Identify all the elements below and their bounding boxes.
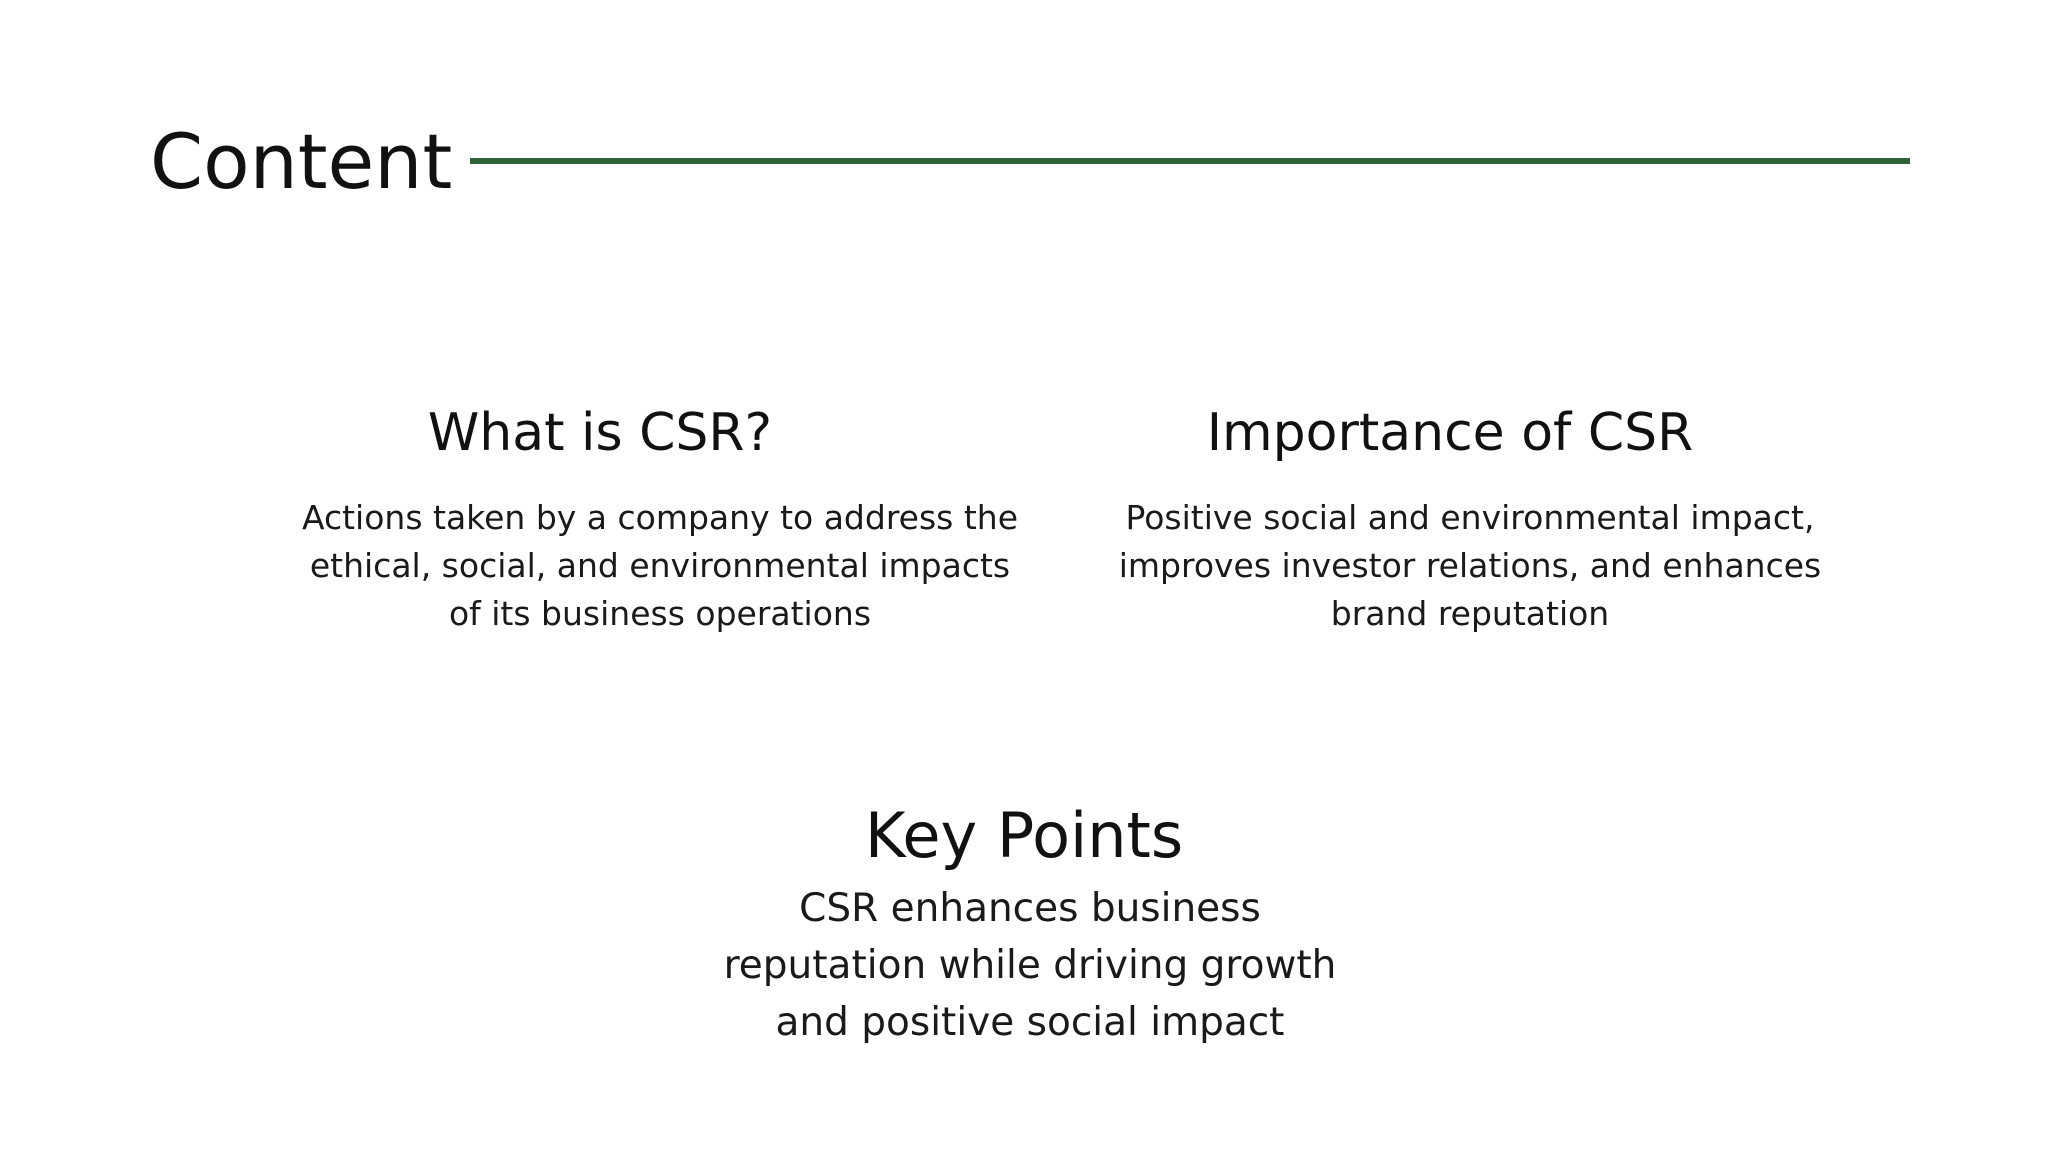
section-heading: Importance of CSR: [1206, 403, 1694, 463]
section-body: CSR enhances business reputation while d…: [723, 886, 1337, 1045]
title-divider: [470, 158, 1910, 164]
section-body: Positive social and environmental impact…: [1118, 498, 1822, 633]
section-body: Actions taken by a company to address th…: [301, 498, 1018, 633]
section-heading: Key Points: [864, 799, 1184, 872]
section-heading: What is CSR?: [427, 403, 773, 463]
page-title: Content: [150, 117, 453, 206]
